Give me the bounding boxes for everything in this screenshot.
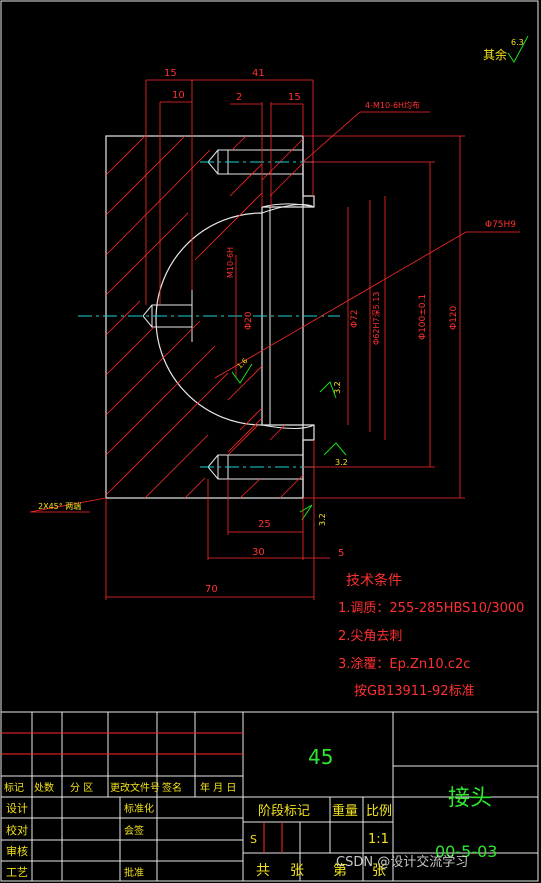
note-2: 2.尖角去刺 (338, 629, 402, 644)
tb-stage-s: S (250, 833, 257, 846)
dim-70: 70 (205, 584, 218, 595)
title-block: 45 接头 00-5-03 标记 处数 分 区 更改文件号 签名 年 月 日 设… (1, 711, 538, 881)
notes-title: 技术条件 (346, 572, 402, 589)
tb-weight: 重量 (332, 803, 358, 819)
tb-standardize: 标准化 (124, 802, 154, 815)
material-value: 45 (308, 745, 333, 769)
right-diameter-dims (235, 135, 465, 499)
technical-notes: 技术条件 1.调质：255-285HBS10/3000 2.尖角去刺 3.涂覆：… (338, 572, 524, 699)
tb-count: 处数 (34, 781, 54, 794)
tb-countersign: 会签 (124, 824, 144, 837)
note-3: 3.涂覆：Ep.Zn10.c2c (338, 656, 470, 672)
dim-phi120: Φ120 (449, 305, 459, 330)
bore-leader (214, 231, 520, 379)
top-dimensions (145, 79, 314, 305)
tb-sheet-label: 张 (372, 863, 386, 879)
tb-process: 工艺 (6, 866, 28, 879)
tb-total: 共 (256, 863, 270, 879)
roughness-3-2-b: 3.2 (335, 458, 348, 467)
dim-30: 30 (252, 547, 265, 558)
dim-phi100: Φ100±0.1 (418, 294, 428, 340)
tb-mark: 标记 (4, 782, 24, 794)
roughness-label: 其余 (483, 47, 507, 62)
dim-25: 25 (258, 519, 271, 530)
roughness-value: 6.3 (511, 38, 524, 47)
drawing-number: 00-5-03 (435, 842, 497, 861)
center-lines (78, 161, 340, 468)
chamfer-callout: 2X45° 两端 (38, 501, 81, 511)
dim-15-top: 15 (164, 68, 177, 79)
bore-dim: Φ75H9 (485, 220, 516, 230)
dim-phi62: Φ62H7深5.13 (372, 292, 381, 345)
dim-15-right: 15 (288, 92, 301, 103)
tb-design: 设计 (6, 802, 28, 815)
chamfer-leader (29, 497, 107, 513)
tb-scale: 比例 (366, 804, 392, 819)
tb-stage-mark: 阶段标记 (258, 804, 310, 819)
dim-5: 5 (338, 548, 344, 559)
dim-phi72: Φ72 (350, 309, 360, 328)
note-4: 按GB13911-92标准 (354, 684, 475, 699)
note-1: 1.调质：255-285HBS10/3000 (338, 601, 524, 616)
bottom-dimensions (105, 440, 330, 600)
tb-scale-value: 1:1 (368, 832, 389, 847)
tb-review: 审核 (6, 844, 28, 858)
watermark: CSDN @设计交流学习 (336, 854, 468, 870)
hole-callout: 4-M10-6H均布 (365, 100, 420, 110)
section-hatching (105, 135, 304, 499)
tb-date: 年 月 日 (200, 781, 236, 794)
dim-thread: M10-6H (226, 247, 235, 278)
part-name: 接头 (448, 786, 492, 811)
dim-phi20: Φ20 (244, 311, 254, 330)
tb-sheet-no: 第 (333, 862, 347, 879)
tb-sheets: 张 (290, 863, 304, 879)
roughness-marks: 1.6 3.2 3.2 3.2 (231, 356, 348, 526)
hole-leader (302, 111, 430, 163)
dim-10: 10 (172, 90, 185, 101)
dim-41: 41 (252, 68, 265, 79)
tb-approve: 批准 (124, 866, 144, 879)
dim-2: 2 (236, 92, 242, 103)
tb-zone: 分 区 (70, 782, 93, 794)
part-outline (105, 135, 315, 499)
tb-sign: 签名 (162, 781, 182, 794)
roughness-3-2-c: 3.2 (318, 513, 327, 526)
roughness-3-2-a: 3.2 (333, 381, 342, 394)
tb-change-doc: 更改文件号 (110, 781, 160, 794)
roughness-symbol: 其余 6.3 (483, 35, 529, 63)
tb-check: 校对 (6, 823, 28, 837)
